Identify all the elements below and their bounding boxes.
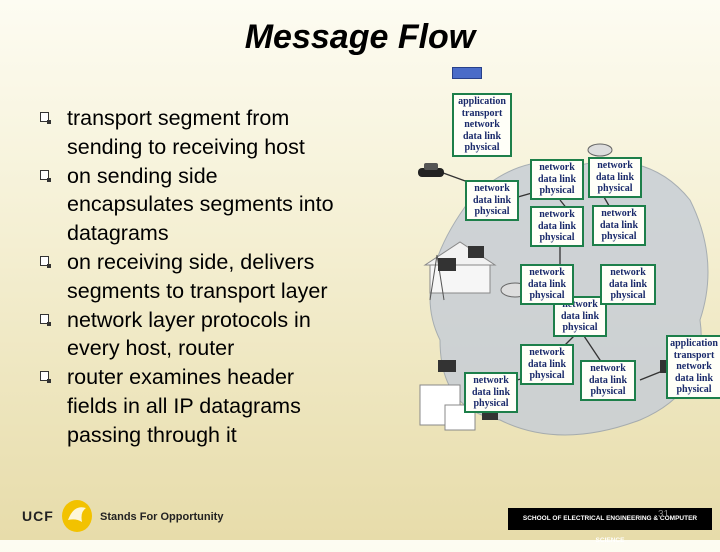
router-icon <box>588 144 612 156</box>
bullet-item: network layer protocols in every host, r… <box>40 306 350 364</box>
bullet-list: transport segment from sending to receiv… <box>40 104 350 450</box>
protocol-stack-receiver: application transport network data link … <box>666 335 720 399</box>
protocol-stack-sender: application transport network data link … <box>452 93 512 157</box>
slogan: Stands For Opportunity <box>100 511 223 523</box>
bullet-square-icon <box>40 371 49 381</box>
page-number: 31 <box>658 509 669 520</box>
slide-title: Message Flow <box>0 18 720 57</box>
bullet-square-icon <box>40 256 49 266</box>
school-banner: SCHOOL OF ELECTRICAL ENGINEERING & COMPU… <box>508 508 712 530</box>
cursor-marker <box>452 67 482 79</box>
bullet-square-icon <box>40 314 49 324</box>
ucf-logo-text: UCF <box>22 508 54 524</box>
ucf-pegasus-logo <box>60 498 94 534</box>
bullet-item: on sending side encapsulates segments in… <box>40 162 350 248</box>
bullet-square-icon <box>40 170 49 180</box>
bullet-item: on receiving side, delivers segments to … <box>40 248 350 306</box>
bullet-item: transport segment from sending to receiv… <box>40 104 350 162</box>
bullet-item: router examines header fields in all IP … <box>40 363 350 449</box>
car-icon <box>418 163 444 177</box>
bullet-square-icon <box>40 112 49 122</box>
